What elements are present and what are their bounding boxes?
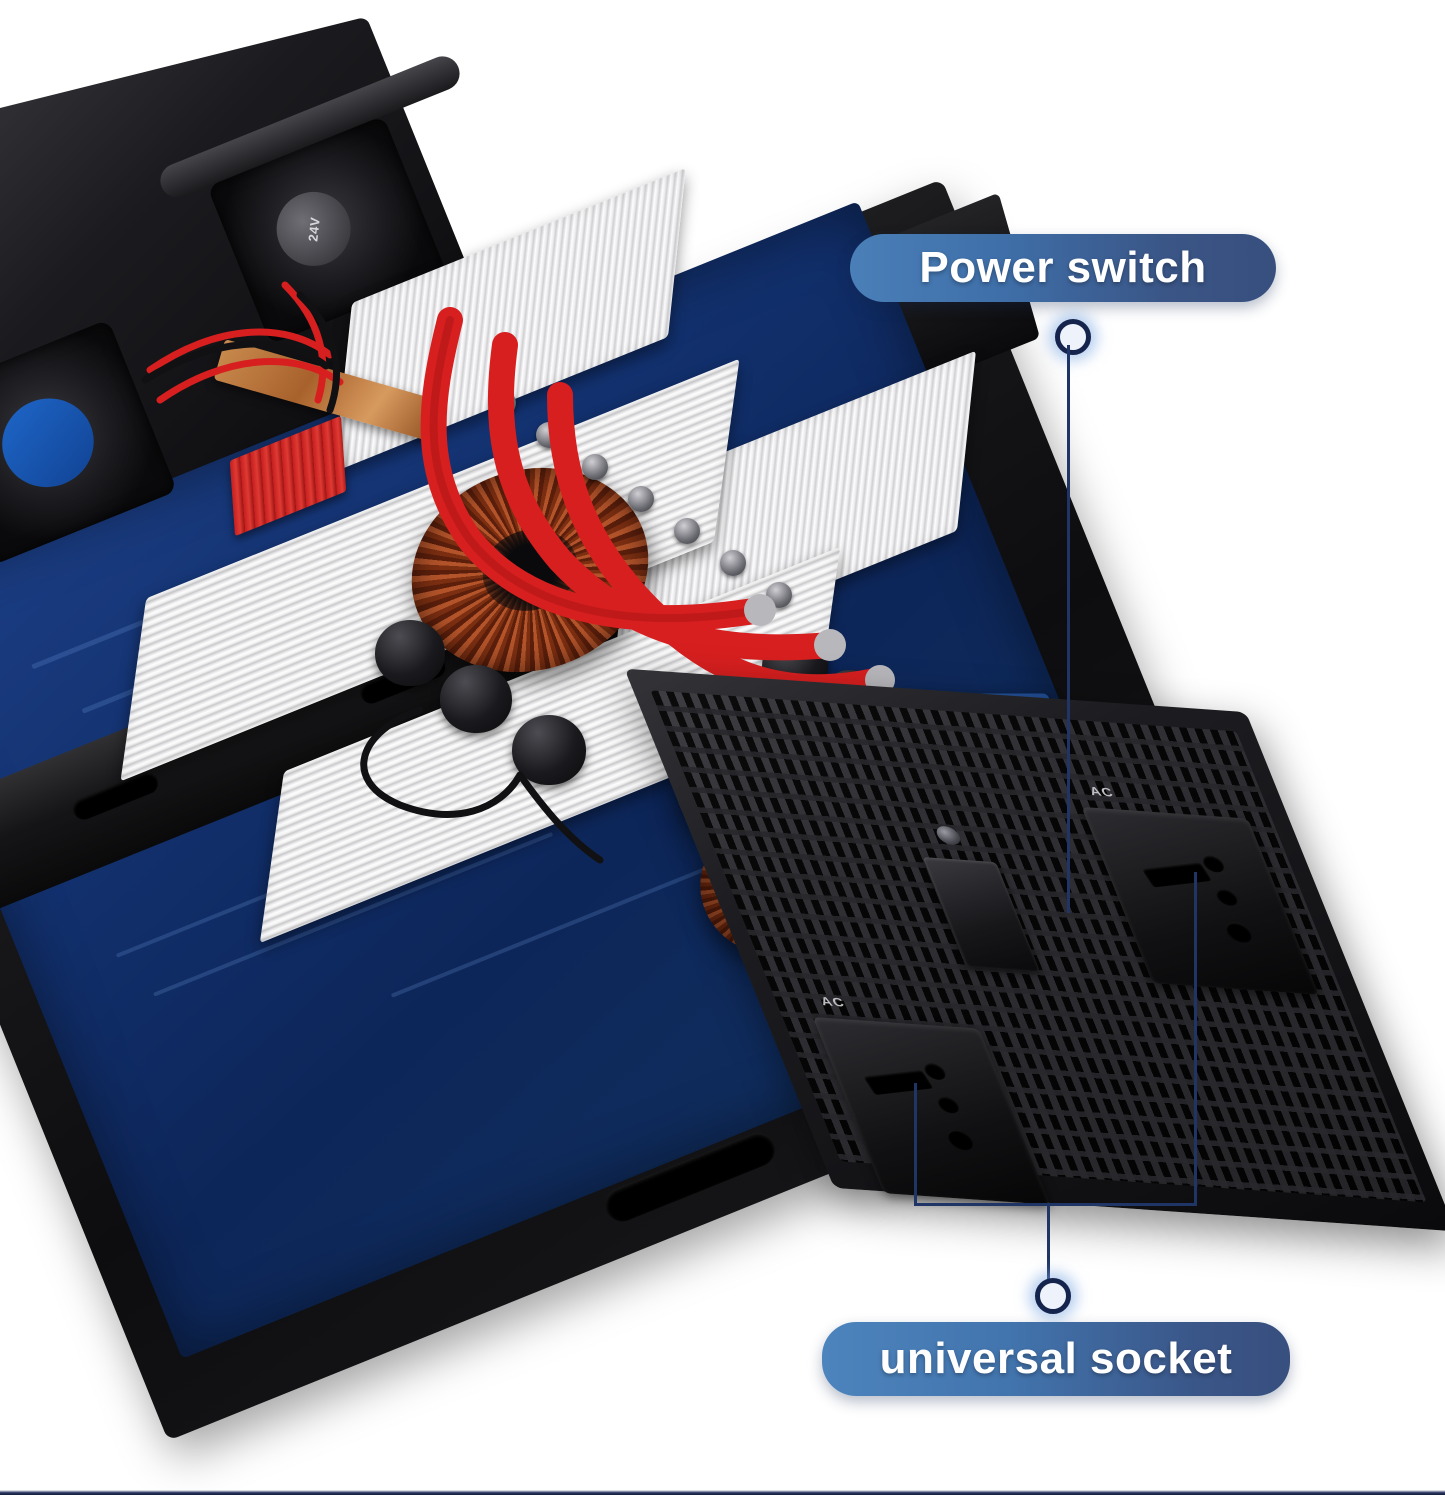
callout-leader-socket-left bbox=[914, 1083, 917, 1205]
bottom-divider bbox=[0, 1490, 1445, 1495]
callout-marker-power-switch bbox=[1055, 319, 1091, 355]
callout-leader-power-switch bbox=[1067, 345, 1070, 913]
callout-label-power-switch[interactable]: Power switch bbox=[850, 234, 1276, 302]
mosfet-screw bbox=[628, 486, 654, 512]
callout-leader-socket-stem bbox=[1047, 1203, 1050, 1291]
electrolytic-capacitor bbox=[440, 665, 512, 733]
callout-leader-socket-right bbox=[1194, 872, 1197, 1205]
callout-text-power-switch: Power switch bbox=[919, 243, 1207, 292]
callout-label-universal-socket[interactable]: universal socket bbox=[822, 1322, 1290, 1396]
electrolytic-capacitor bbox=[375, 620, 445, 686]
inverter-product-photo: 24V bbox=[0, 16, 1445, 1441]
mosfet-screw bbox=[674, 518, 700, 544]
mosfet-screw bbox=[582, 454, 608, 480]
callout-marker-universal-socket bbox=[1035, 1278, 1071, 1314]
mosfet-screw bbox=[720, 550, 746, 576]
callout-text-universal-socket: universal socket bbox=[879, 1334, 1233, 1383]
callout-leader-socket-bracket bbox=[914, 1203, 1197, 1206]
electrolytic-capacitor bbox=[512, 715, 586, 785]
